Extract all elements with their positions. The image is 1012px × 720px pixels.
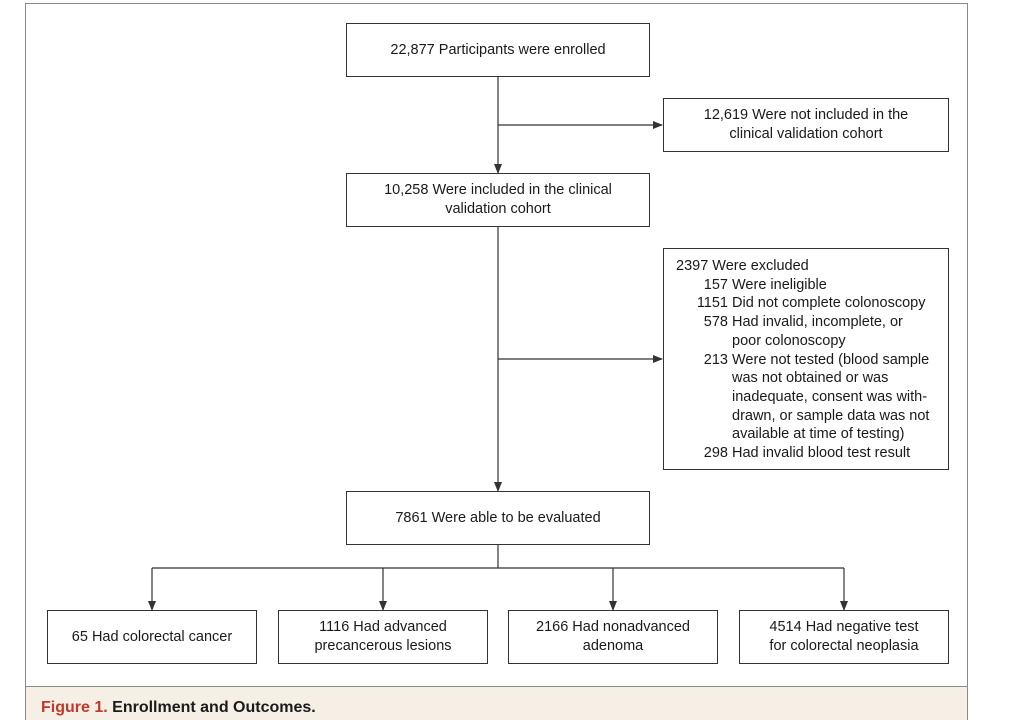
outcome-box-negative-test: 4514 Had negative test for colorectal ne…: [739, 610, 949, 664]
not-included-box: 12,619 Were not included in the clinical…: [663, 98, 949, 152]
figure-caption: Figure 1. Enrollment and Outcomes.: [41, 699, 316, 717]
excluded-count: 157: [703, 276, 728, 293]
excluded-item: 157 Were ineligible: [676, 276, 948, 295]
included-box: 10,258 Were included in the clinical val…: [346, 173, 650, 227]
excluded-item: 298 Had invalid blood test result: [676, 444, 948, 463]
excluded-item: 213 Were not tested (blood sample was no…: [676, 351, 948, 445]
outcome-text: 1116 Had advanced precancerous lesions: [314, 619, 452, 654]
excluded-count: 1151: [696, 295, 728, 312]
not-included-text: 12,619 Were not included in the clinical…: [703, 107, 909, 142]
enrolled-box: 22,877 Participants were enrolled: [346, 23, 650, 77]
outcome-text: 4514 Had negative test for colorectal ne…: [769, 619, 919, 654]
excluded-reason: Did not complete colonoscopy: [732, 295, 926, 312]
included-text: 10,258 Were included in the clinical val…: [384, 182, 612, 217]
excluded-reason: Were not tested (blood sample was not ob…: [732, 351, 930, 443]
excluded-count: 298: [703, 445, 728, 462]
figure-label: Figure 1.: [41, 699, 108, 716]
outcome-text: 65 Had colorectal cancer: [71, 628, 233, 645]
excluded-reason: Had invalid, incomplete, or poor colonos…: [732, 314, 903, 349]
excluded-count: 578: [703, 314, 728, 331]
excluded-header: 2397 Were excluded: [676, 258, 809, 274]
figure-title: Enrollment and Outcomes.: [112, 699, 316, 716]
outcome-box-advanced-precancerous: 1116 Had advanced precancerous lesions: [278, 610, 488, 664]
outcome-box-colorectal-cancer: 65 Had colorectal cancer: [47, 610, 257, 664]
excluded-reason: Were ineligible: [732, 276, 827, 293]
excluded-reason: Had invalid blood test result: [732, 445, 911, 462]
excluded-count: 213: [703, 351, 728, 368]
outcome-text: 2166 Had nonadvanced adenoma: [536, 619, 690, 654]
evaluated-box: 7861 Were able to be evaluated: [346, 491, 650, 545]
caption-bar: Figure 1. Enrollment and Outcomes.: [25, 686, 968, 720]
enrolled-text: 22,877 Participants were enrolled: [390, 41, 606, 58]
excluded-item: 1151 Did not complete colonoscopy: [676, 294, 948, 313]
outcome-box-nonadvanced-adenoma: 2166 Had nonadvanced adenoma: [508, 610, 718, 664]
excluded-box: 2397 Were excluded 157 Were ineligible 1…: [663, 248, 949, 470]
excluded-item: 578 Had invalid, incomplete, or poor col…: [676, 313, 948, 350]
evaluated-text: 7861 Were able to be evaluated: [395, 509, 601, 526]
